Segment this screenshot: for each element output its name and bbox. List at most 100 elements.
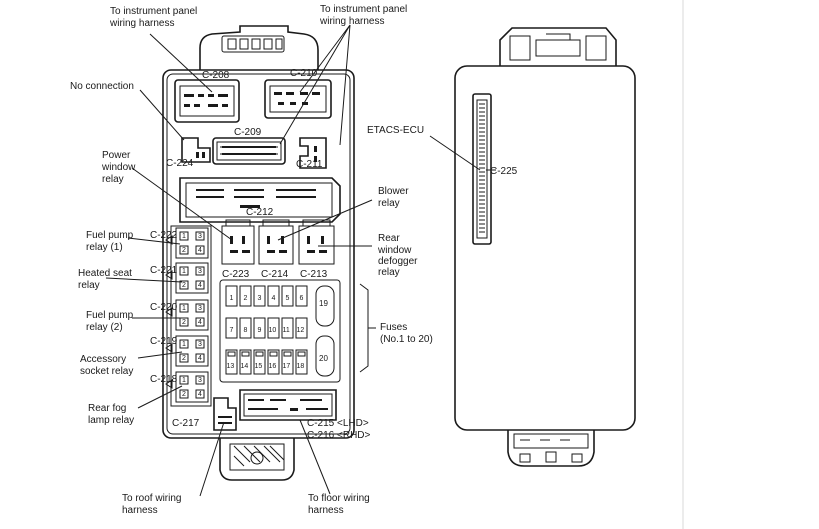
- code-c217: C-217: [172, 418, 200, 429]
- relay-terminal: 3: [198, 377, 202, 384]
- label-blower-b: relay: [378, 198, 400, 209]
- label-fuses-b: (No.1 to 20): [380, 334, 433, 345]
- fuse-number: 2: [244, 295, 248, 302]
- code-c215: C-215 <LHD>: [307, 418, 369, 429]
- fuse-19: [315, 285, 335, 327]
- relay-terminal: 1: [182, 233, 186, 240]
- code-c214: C-214: [261, 269, 289, 280]
- fuse-6: [295, 285, 308, 307]
- fuse-number: 17: [283, 363, 291, 370]
- label-blower-a: Blower: [378, 186, 409, 197]
- label-ip-harness-left-1: To instrument panel: [110, 6, 197, 17]
- label-roof-harness-b: harness: [122, 505, 158, 516]
- junction-block: [162, 25, 355, 481]
- label-rear-fog-a: Rear fog: [88, 403, 126, 414]
- relay-terminal: 4: [198, 355, 202, 362]
- relay-terminal: 2: [182, 247, 186, 254]
- code-c216: C-216 <RHD>: [307, 430, 371, 441]
- fuse-number: 3: [258, 295, 262, 302]
- top-relays: [221, 219, 335, 265]
- connector-codes: C-208 C-210 C-209 C-224 C-211 C-212 C-22…: [150, 68, 518, 441]
- relay-terminal: 2: [182, 391, 186, 398]
- fuse-number: 7: [230, 327, 234, 334]
- relay-terminal: 2: [182, 319, 186, 326]
- fuse-14: [239, 349, 252, 375]
- fuse-20-label: 20: [319, 354, 328, 363]
- left-relay-stack: [165, 225, 212, 407]
- label-power-window-1: Power: [102, 150, 131, 161]
- label-ip-harness-right-2: wiring harness: [319, 16, 384, 27]
- fuse-number: 11: [283, 327, 290, 334]
- fuse-20: [315, 335, 335, 377]
- fuse-11: [281, 317, 294, 339]
- fuse-12: [295, 317, 308, 339]
- relay-terminal: 4: [198, 391, 202, 398]
- connector-c211: [299, 137, 327, 169]
- label-power-window-2: window: [101, 162, 136, 173]
- fuse-3: [253, 285, 266, 307]
- label-defogger-d: relay: [378, 267, 400, 278]
- code-c212: C-212: [246, 207, 274, 218]
- label-defogger-b: window: [377, 245, 412, 256]
- relay-c219: [175, 335, 209, 367]
- fuse-number: 4: [272, 295, 276, 302]
- relay-c220: [175, 299, 209, 331]
- fuse-number: 15: [255, 363, 263, 370]
- relay-c214: [258, 219, 294, 265]
- label-floor-harness-a: To floor wiring: [308, 493, 370, 504]
- label-defogger-c: defogger: [378, 256, 418, 267]
- relay-terminal: 3: [198, 233, 202, 240]
- connector-c210: [264, 79, 332, 119]
- label-defogger-a: Rear: [378, 233, 400, 244]
- fuse-number: 16: [269, 363, 277, 370]
- fuse-13: [225, 349, 238, 375]
- fuse-4: [267, 285, 280, 307]
- label-roof-harness-a: To roof wiring: [122, 493, 181, 504]
- label-fuses-a: Fuses: [380, 322, 407, 333]
- connector-c217: [213, 397, 237, 431]
- relay-terminal: 1: [182, 377, 186, 384]
- fuse-number: 18: [297, 363, 305, 370]
- code-c209: C-209: [234, 127, 262, 138]
- relay-c218: [175, 371, 209, 403]
- relay-terminal: 4: [198, 319, 202, 326]
- relay-c221: [175, 262, 209, 294]
- etacs-ecu-unit: [454, 27, 636, 467]
- fuse-7: [225, 317, 238, 339]
- fuse-number: 8: [244, 327, 248, 334]
- code-c219: C-219: [150, 336, 178, 347]
- connector-c224: [181, 137, 211, 163]
- fuse-9: [253, 317, 266, 339]
- code-c220: C-220: [150, 302, 178, 313]
- relay-c223: [221, 219, 255, 265]
- code-c208: C-208: [202, 70, 230, 81]
- relay-terminal: 4: [198, 247, 202, 254]
- label-accessory-b: socket relay: [80, 366, 133, 377]
- connector-c208: [174, 79, 240, 123]
- code-c218: C-218: [150, 374, 178, 385]
- code-c221: C-221: [150, 265, 178, 276]
- relay-terminal: 1: [182, 341, 186, 348]
- leader-lines: [105, 24, 496, 497]
- code-c210: C-210: [290, 68, 318, 79]
- relay-terminal: 3: [198, 341, 202, 348]
- connector-c209: [212, 137, 286, 165]
- label-no-connection: No connection: [70, 81, 134, 92]
- code-c213: C-213: [300, 269, 328, 280]
- relay-terminal: 2: [182, 282, 186, 289]
- label-power-window-3: relay: [102, 174, 124, 185]
- fuse-number: 12: [297, 327, 305, 334]
- relay-terminal: 4: [198, 282, 202, 289]
- fuse-number: 13: [227, 363, 235, 370]
- fuse-16: [267, 349, 280, 375]
- label-heated-seat-b: relay: [78, 280, 100, 291]
- relay-terminal: 2: [182, 355, 186, 362]
- relay-terminal: 1: [182, 268, 186, 275]
- label-ip-harness-left-2: wiring harness: [109, 18, 174, 29]
